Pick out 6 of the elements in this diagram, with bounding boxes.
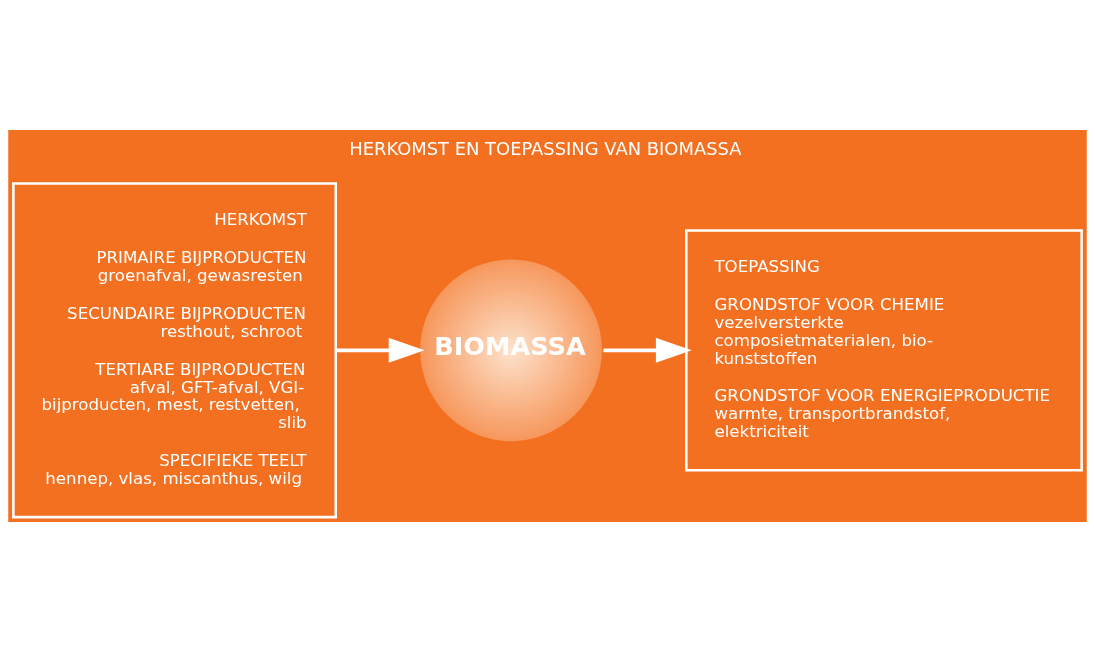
diagram-title: HERKOMST EN TOEPASSING VAN BIOMASSA bbox=[349, 137, 742, 159]
arrow bbox=[603, 337, 692, 363]
node-circle: BIOMASSA bbox=[417, 256, 605, 444]
node-box: HERKOMST PRIMAIRE BIJPRODUCTEN groenafval, gewasresten SECUNDAIRE BIJPRODUCTEN resthout, schroot TERTIARE BIJPRODUCTEN afval, GFT-afval, VGI-bijproducten, mest, restvetten, slib SPECIFIEKE TEELT hennep, vlas, miscanthus, wilg bbox=[12, 182, 338, 519]
node-box: TOEPASSING GRONDSTOF VOOR CHEMIE vezelversterkte composietmaterialen, bio-kunststoffen GRONDSTOF VOOR ENERGIEPRODUCTIE warmte, transportbrandstof, elektriciteit bbox=[685, 229, 1083, 472]
arrow bbox=[335, 337, 425, 363]
